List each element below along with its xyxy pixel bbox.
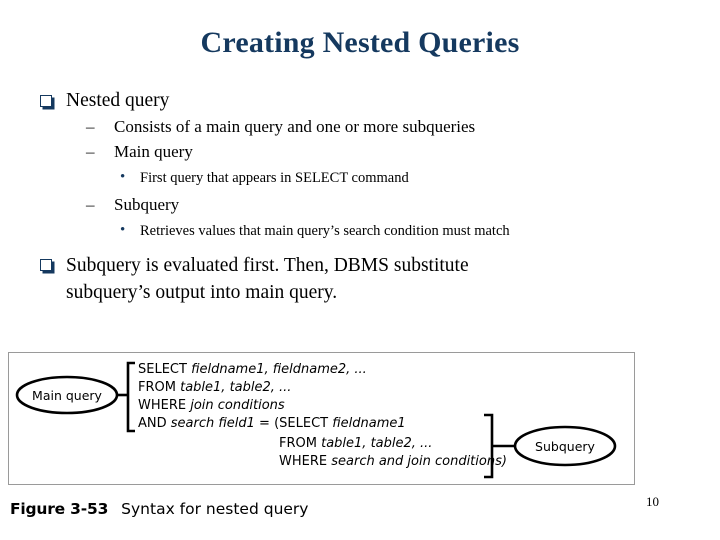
figure-number: Figure 3-53 [10, 500, 109, 518]
bullet-level1-line1: Subquery is evaluated first. Then, DBMS … [66, 255, 469, 276]
bullet-level3-label: Retrieves values that main query’s searc… [140, 223, 510, 239]
figure-diagram: Main query SELECT fieldname1, fieldname2… [15, 361, 617, 479]
dash-bullet-icon: – [86, 142, 95, 161]
sql-line-3: WHERE join conditions [138, 398, 285, 413]
main-query-label: Main query [32, 388, 103, 403]
page-title: Creating Nested Queries [200, 26, 520, 59]
dash-bullet-icon: – [86, 195, 95, 214]
bullet-list: Nested query – Consists of a main query … [40, 88, 688, 308]
bullet-level2-main-query: – Main query [78, 140, 688, 164]
figure-nested-query-syntax: Main query SELECT fieldname1, fieldname2… [8, 352, 635, 485]
subquery-ellipse [513, 425, 617, 467]
bullet-level2-label: Consists of a main query and one or more… [114, 117, 476, 136]
bullet-level3-label: First query that appears in SELECT comma… [140, 170, 409, 186]
dash-bullet-icon: – [86, 117, 95, 136]
main-query-bracket [126, 361, 135, 433]
sql-line-1: SELECT fieldname1, fieldname2, ... [138, 362, 367, 377]
bullet-level3-retrieves-values: • Retrieves values that main query’s sea… [118, 220, 688, 243]
bullet-level2-label: Subquery [114, 195, 180, 214]
sql-line-5: FROM table1, table2, ... [279, 436, 432, 451]
subquery-label: Subquery [535, 439, 595, 454]
bullet-level2-label: Main query [114, 142, 193, 161]
sql-line-4: AND search field1 = (SELECT fieldname1 [138, 416, 406, 431]
sql-line-6: WHERE search and join conditions) [279, 454, 507, 469]
bullet-level1-nested-query: Nested query [40, 88, 688, 113]
bullet-level2-consists-of: – Consists of a main query and one or mo… [78, 115, 688, 139]
sql-line-2: FROM table1, table2, ... [138, 380, 291, 395]
square-bullet-icon [40, 89, 52, 111]
bullet-level1-label: Nested query [66, 90, 170, 111]
bullet-level2-subquery: – Subquery [78, 193, 688, 217]
dot-bullet-icon: • [120, 169, 126, 185]
figure-caption: Figure 3-53 Syntax for nested query [10, 500, 308, 518]
dot-bullet-icon: • [120, 222, 126, 238]
bullet-level1-line2: subquery’s output into main query. [66, 282, 338, 303]
bullet-level1-subquery-evaluated: Subquery is evaluated first. Then, DBMS … [40, 252, 688, 306]
figure-caption-text: Syntax for nested query [121, 500, 309, 518]
bullet-level3-first-query: • First query that appears in SELECT com… [118, 167, 688, 190]
page-number: 10 [646, 494, 659, 509]
square-bullet-icon [40, 253, 52, 275]
